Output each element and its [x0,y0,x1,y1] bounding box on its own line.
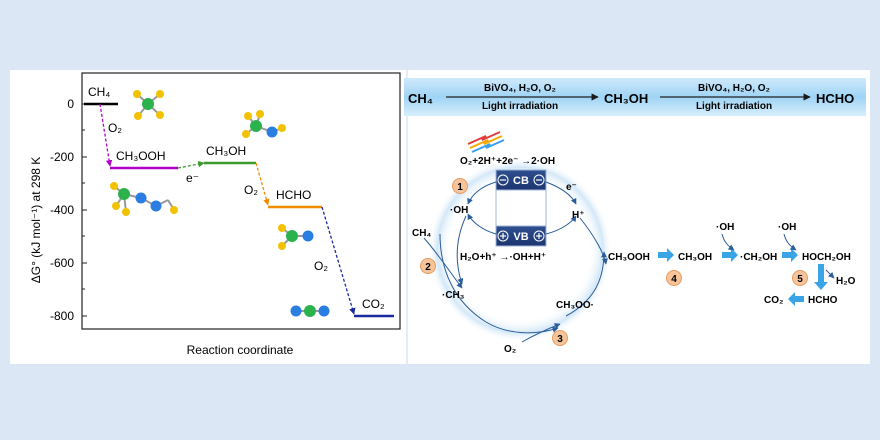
label-o2-third: O₂ [314,259,328,273]
block-arrow-down-icon [814,264,828,290]
ytick-0: 0 [67,97,74,111]
block-arrow-left-icon [788,292,804,306]
step-badge-4: 4 [666,270,682,286]
ytick-1: -200 [50,150,74,164]
step-number-5: 5 [797,274,803,285]
arrow-water-out [825,269,835,279]
hydroxyl-radical-label: ·OH [450,205,468,216]
methyl-radical-label: ·CH₃ [442,290,465,301]
methanol-label: CH₃OH [678,252,712,263]
label-ch3ooh: CH₃OOH [116,149,166,163]
cb-electron-icon [497,174,545,186]
peroxy-radical-label: CH₃OO· [556,300,594,311]
hydroxyl-label-2: ·OH [778,222,796,233]
block-arrow-3-icon [782,248,798,262]
water-oxidation-equation: H₂O+h⁺ →·OH+H⁺ [460,252,546,263]
hydroxyl-label-1: ·OH [716,222,734,233]
molecule-ch4-icon [133,90,164,120]
banner-conditions-bottom-1: Light irradiation [482,101,558,112]
molecule-ch3oh-icon [242,110,286,138]
formaldehyde-label: HCHO [808,295,838,306]
label-o2-first: O₂ [108,121,122,135]
banner-intermediate: CH₃OH [604,91,648,106]
arrow-h-to-ch3ooh [579,217,608,265]
y-axis-label: ΔG° (kJ mol⁻¹) at 298 K [29,157,43,284]
step-badge-2: 2 [420,258,436,274]
step-badge-1: 1 [452,178,468,194]
label-ch4: CH₄ [88,85,110,99]
banner-conditions-top-2: BiVO₄, H₂O, O₂ [698,83,770,94]
hydroperoxide-label: CH₃OOH [608,252,650,263]
vb-label: VB [513,231,528,243]
vb-hole-icon [497,230,545,242]
molecule-hcho-icon [278,224,314,250]
methanediol-label: HOCH₂OH [802,252,851,263]
ytick-3: -600 [50,256,74,270]
arrow-oh-to-cycle [456,215,467,285]
o2-label: O₂ [504,344,516,355]
proton-label: H⁺ [572,210,585,221]
banner-reactant: CH₄ [408,91,433,106]
path-ch3oh-hcho [255,162,270,206]
arrow-vb-proton [545,215,577,235]
block-arrow-2-icon [722,248,738,262]
arrow-oh-1 [721,233,735,251]
arrow-cb-to-oh [467,181,497,205]
arrow-vb-to-oh [467,213,497,235]
plot-frame [81,72,401,330]
molecule-co2-icon [290,305,330,317]
figure-svg: ΔG° (kJ mol⁻¹) at 298 K 0 -200 -400 -600… [29,70,866,364]
electron-label: e⁻ [566,182,577,193]
label-electron: e⁻ [186,171,199,185]
path-ch4-ch3ooh [99,103,113,167]
y-ticks [82,103,87,317]
figure-canvas: ΔG° (kJ mol⁻¹) at 298 K 0 -200 -400 -600… [10,70,870,364]
hydroxymethyl-label: ·CH₂OH [740,252,777,263]
label-hcho: HCHO [276,188,311,202]
step-number-4: 4 [671,274,677,285]
path-ch3ooh-ch3oh [177,160,205,169]
arrow-oh-2 [783,233,797,251]
banner-product: HCHO [816,91,854,106]
arrow-cb-electron [545,181,577,205]
cycle-glow [428,158,612,342]
energy-diagram: ΔG° (kJ mol⁻¹) at 298 K 0 -200 -400 -600… [29,72,401,357]
water-label: H₂O [836,276,856,287]
step-badge-3: 3 [552,330,568,346]
step-number-3: 3 [557,334,563,345]
carbon-dioxide-label: CO₂ [764,295,783,306]
path-hcho-co2 [321,206,356,315]
block-arrow-1-icon [658,248,674,262]
step-number-1: 1 [457,182,463,193]
step-number-2: 2 [425,262,431,273]
label-ch3oh: CH₃OH [206,144,246,158]
band-gap [495,189,547,227]
label-co2: CO₂ [362,297,385,311]
cb-label: CB [513,175,529,187]
step-badge-5: 5 [792,270,808,286]
ytick-2: -400 [50,203,74,217]
banner-conditions-top-1: BiVO₄, H₂O, O₂ [484,83,556,94]
banner-conditions-bottom-2: Light irradiation [696,101,772,112]
y-tick-labels: 0 -200 -400 -600 -800 [50,97,74,323]
label-o2-second: O₂ [244,183,258,197]
arrow-o2-in [521,323,561,343]
mechanism: O₂+2H⁺+2e⁻ →2·OH CB VB H₂O+h⁺ →·OH+H⁺ e⁻… [412,131,856,355]
ytick-4: -800 [50,309,74,323]
o2-reduction-equation: O₂+2H⁺+2e⁻ →2·OH [460,156,555,167]
methane-label: CH₄ [412,228,431,239]
molecule-ch3ooh-icon [110,182,178,216]
light-icon [467,131,505,153]
reaction-banner: CH₄ BiVO₄, H₂O, O₂ Light irradiation CH₃… [404,78,866,116]
x-axis-label: Reaction coordinate [187,343,294,357]
valence-band [495,225,547,247]
